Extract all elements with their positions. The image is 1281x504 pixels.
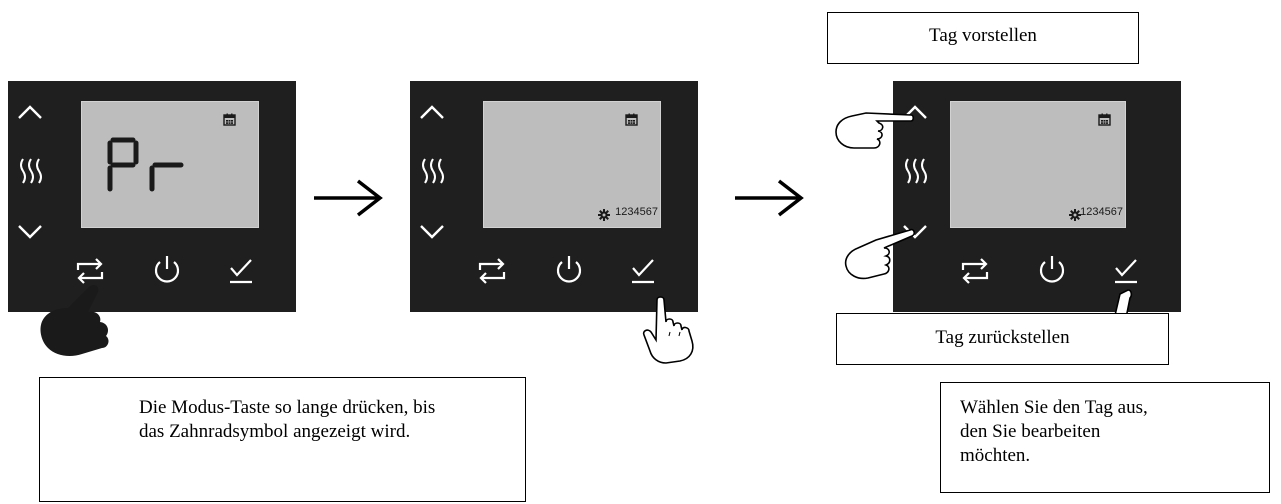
calendar-icon [1098,113,1111,126]
repeat-mode-icon[interactable] [959,257,991,285]
check-confirm-icon[interactable] [1113,257,1139,285]
arrow-right-icon [314,179,383,217]
check-confirm-icon[interactable] [630,257,656,285]
lcd-display: Pr [81,101,259,228]
heat-waves-icon[interactable] [903,157,929,185]
lcd-display: 1234567 [950,101,1126,228]
chevron-down-icon[interactable] [418,223,446,241]
hint-modus-text: Die Modus-Taste so lange drücken, bis da… [139,397,436,442]
pointing-hand-icon [844,228,915,280]
chevron-down-icon[interactable] [901,223,929,241]
label-tag-zurueckstellen: Tag zurückstellen [935,327,1070,348]
lcd-display: 1234567 [483,101,661,228]
power-icon[interactable] [151,254,183,286]
calendar-icon [625,113,638,126]
segment-display [107,137,184,192]
label-box-tag-vorstellen: Tag vorstellen [827,12,1139,64]
pointing-hand-icon [40,284,109,356]
chevron-down-icon[interactable] [16,223,44,241]
chevron-up-icon[interactable] [418,103,446,121]
power-icon[interactable] [553,254,585,286]
repeat-mode-icon[interactable] [476,257,508,285]
hint-select-day-text: Wählen Sie den Tag aus, den Sie bearbeit… [960,397,1148,466]
thermostat-panel-2: 1234567 [410,81,698,312]
thermostat-panel-1: Pr [8,81,296,312]
label-box-tag-zurueckstellen: Tag zurückstellen [836,313,1169,365]
pointing-hand-icon [835,112,915,149]
heat-waves-icon[interactable] [420,157,446,185]
gear-icon [598,209,610,221]
repeat-mode-icon[interactable] [74,257,106,285]
gear-icon [1069,209,1081,221]
check-confirm-icon[interactable] [228,257,254,285]
pointing-hand-icon [642,296,694,364]
label-tag-vorstellen: Tag vorstellen [929,25,1037,46]
arrow-right-icon [735,179,804,217]
thermostat-panel-3: 1234567 [893,81,1181,312]
calendar-icon [223,113,236,126]
weekday-numbers: 1234567 [1080,206,1123,218]
power-icon[interactable] [1036,254,1068,286]
heat-waves-icon[interactable] [18,157,44,185]
hint-box-modus: Die Modus-Taste so lange drücken, bis da… [39,377,526,502]
hint-box-select-day: Wählen Sie den Tag aus, den Sie bearbeit… [940,382,1270,493]
weekday-numbers: 1234567 [615,206,658,218]
chevron-up-icon[interactable] [16,103,44,121]
